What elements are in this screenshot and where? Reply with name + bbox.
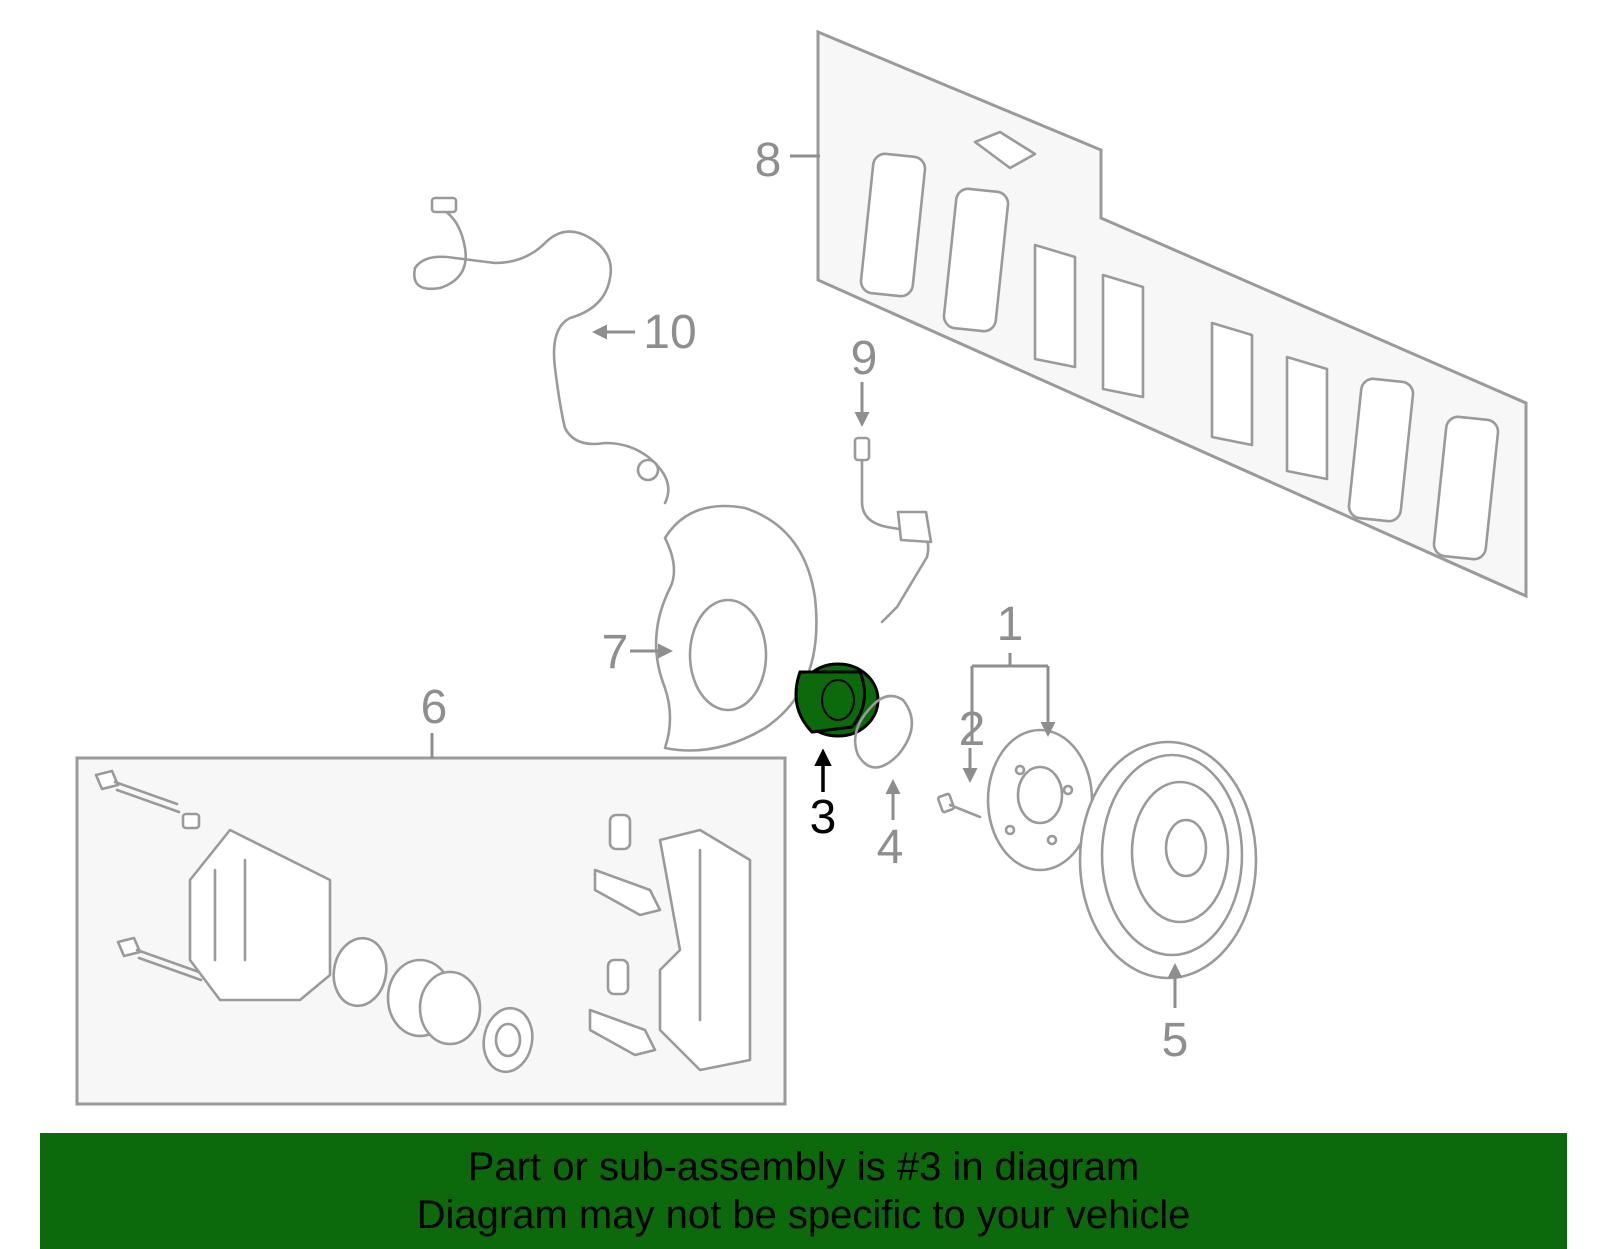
callout-10: 10 (643, 306, 696, 359)
pad-shims (973, 130, 1037, 170)
wheel-bearing-highlighted[interactable] (794, 662, 880, 738)
caliper-kit-group (75, 756, 787, 1106)
callout-4: 4 (877, 821, 904, 874)
callout-5: 5 (1162, 1014, 1189, 1067)
leader-lines (430, 154, 1183, 1008)
callout-2: 2 (959, 703, 986, 756)
callout-3[interactable]: 3 (810, 791, 837, 844)
callout-6: 6 (421, 681, 448, 734)
callout-7: 7 (602, 626, 629, 679)
snap-ring (853, 694, 914, 769)
wheel-hub (986, 728, 1094, 872)
brake-hose (853, 436, 933, 624)
caliper-body (188, 828, 332, 1002)
brake-pad-kit-group (816, 29, 1528, 599)
splash-shield (654, 504, 818, 752)
abs-sensor-wire (413, 196, 670, 505)
dust-boot (482, 1006, 534, 1074)
caliper-bolt-upper (94, 769, 201, 830)
caliper-bracket (658, 828, 752, 1072)
caliper-bolt-lower (116, 936, 203, 982)
bracket-boots (606, 813, 632, 996)
callout-8: 8 (755, 134, 782, 187)
footer-banner: Part or sub-assembly is #3 in diagram Di… (40, 1133, 1567, 1249)
footer-line-part: Part or sub-assembly is #3 in diagram (467, 1145, 1140, 1189)
pad-clips (588, 868, 662, 1057)
footer-line-disclaimer: Diagram may not be specific to your vehi… (416, 1193, 1191, 1237)
brake-pad-set (859, 152, 1500, 561)
piston-seal (332, 936, 388, 1008)
brake-rotor (1078, 740, 1258, 980)
callout-1: 1 (997, 598, 1024, 651)
callout-9: 9 (851, 332, 878, 385)
wheel-stud (936, 792, 982, 819)
caliper-piston (386, 958, 482, 1046)
